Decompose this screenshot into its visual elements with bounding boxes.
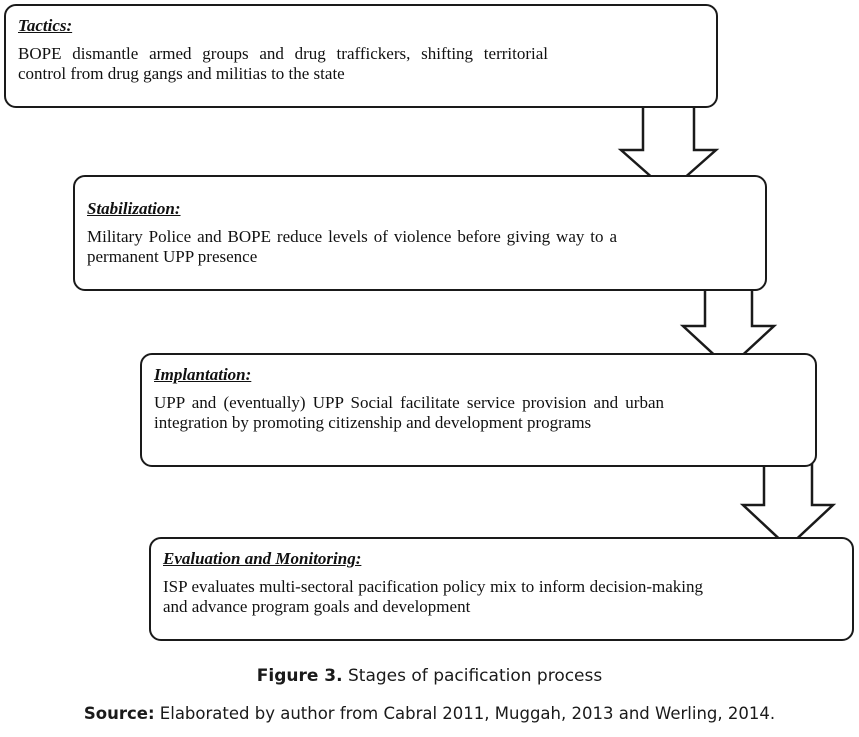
stage-box-tactics: Tactics: BOPE dismantle armed groups and…: [4, 4, 718, 108]
stage-box-stabilization: Stabilization: Military Police and BOPE …: [73, 175, 767, 291]
stage-title: Stabilization:: [87, 199, 181, 218]
source-text: Elaborated by author from Cabral 2011, M…: [154, 704, 776, 723]
stage-description: UPP and (eventually) UPP Social facilita…: [154, 393, 664, 432]
stage-title: Implantation:: [154, 365, 252, 384]
stage-title: Tactics:: [18, 16, 73, 35]
source-caption: Source: Elaborated by author from Cabral…: [0, 704, 859, 723]
stage-description: Military Police and BOPE reduce levels o…: [87, 227, 617, 266]
stage-title: Evaluation and Monitoring:: [163, 549, 362, 568]
stage-description: BOPE dismantle armed groups and drug tra…: [18, 44, 548, 83]
source-label: Source:: [83, 704, 155, 723]
stage-box-implantation: Implantation: UPP and (eventually) UPP S…: [140, 353, 817, 467]
figure-caption: Figure 3. Stages of pacification process: [0, 666, 859, 686]
stage-description: ISP evaluates multi-sectoral pacificatio…: [163, 577, 703, 616]
stage-box-evaluation: Evaluation and Monitoring: ISP evaluates…: [149, 537, 854, 641]
figure-label: Figure 3.: [256, 666, 343, 686]
figure-title: Stages of pacification process: [342, 666, 603, 686]
